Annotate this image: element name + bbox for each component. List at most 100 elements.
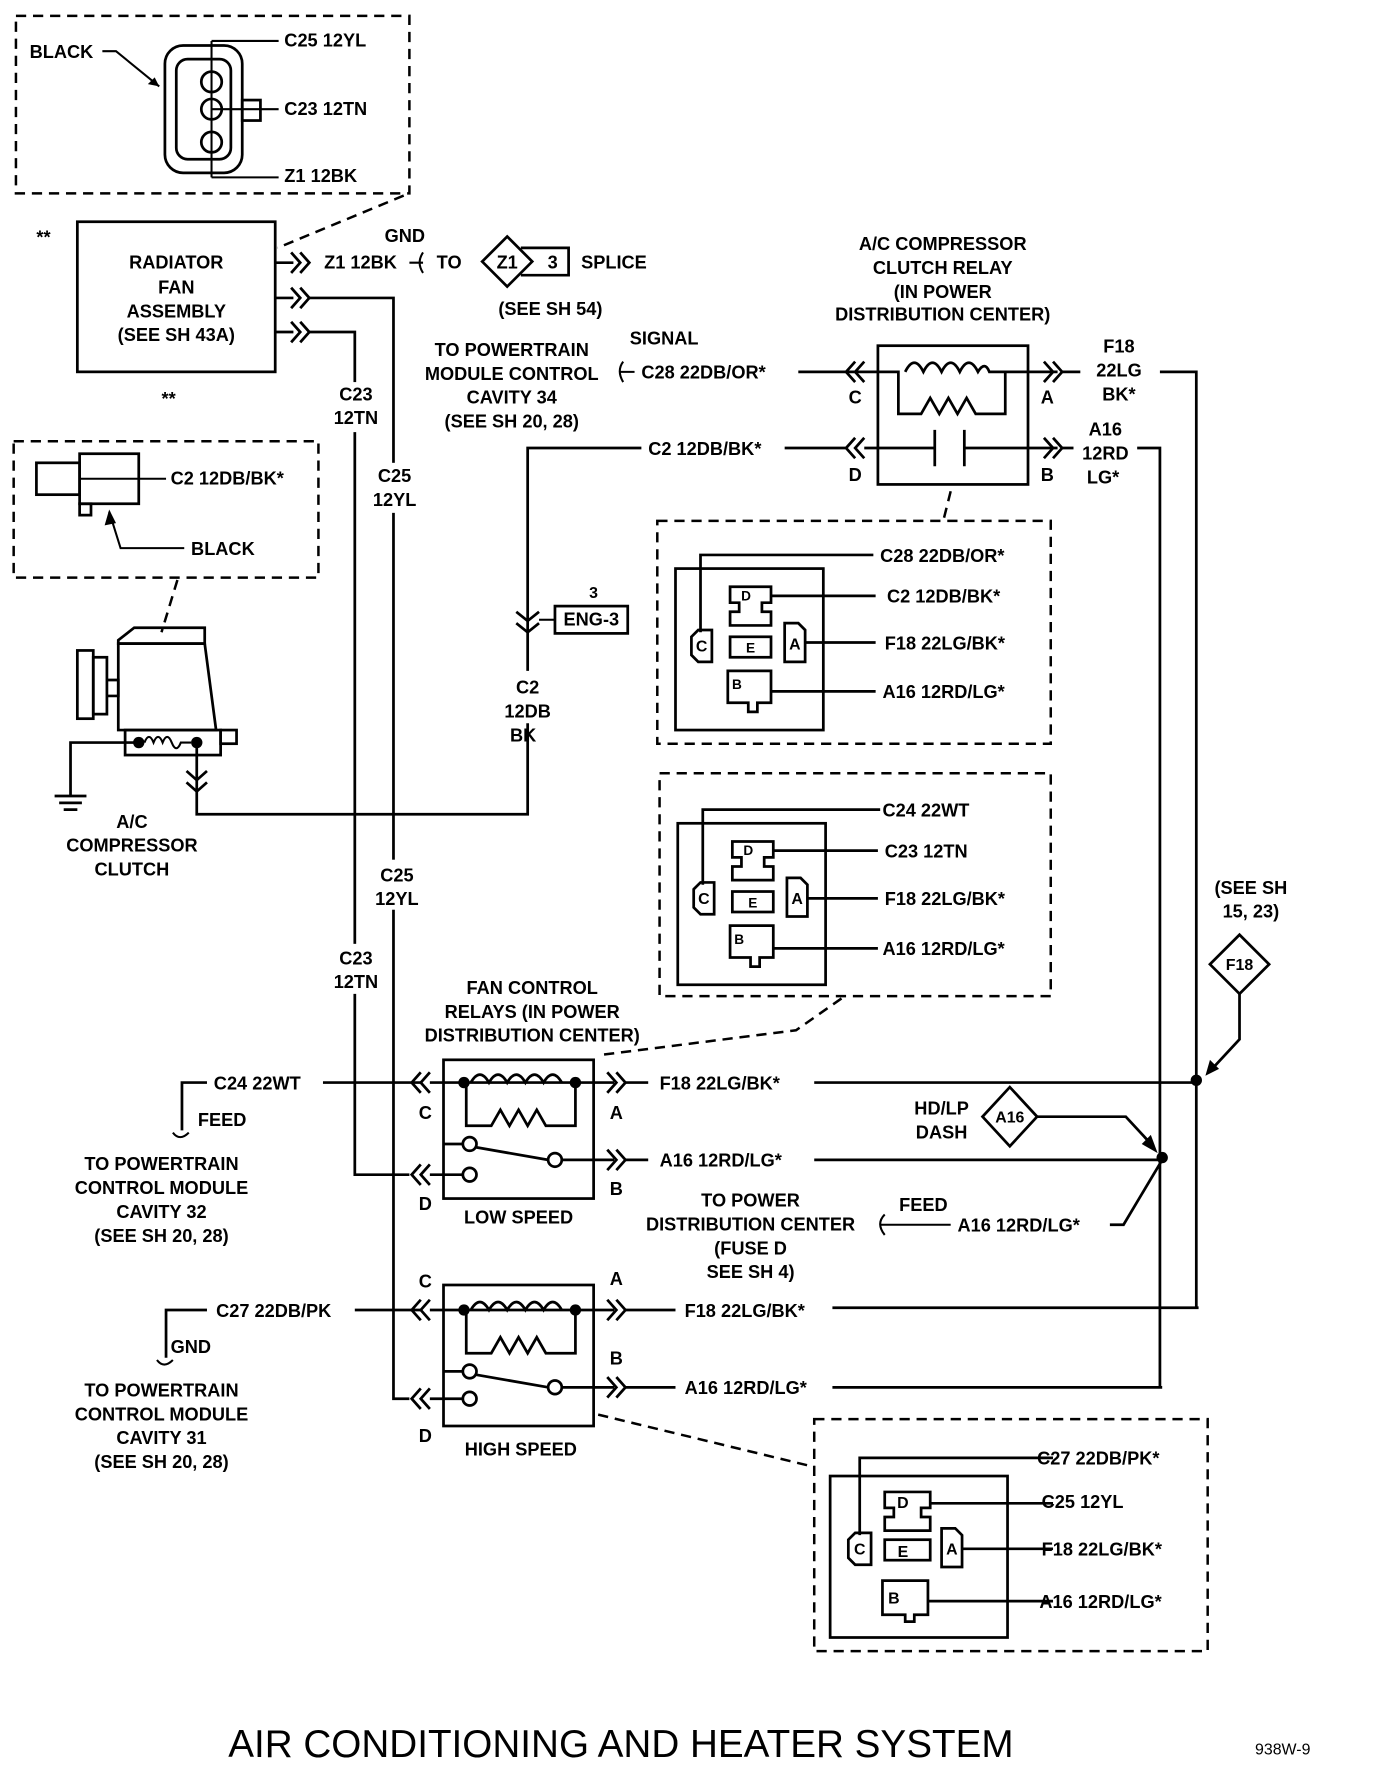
socket-wire-label: C23 12TN	[885, 841, 968, 861]
detail-frame	[812, 1417, 1209, 1653]
fan-name-line: FAN	[158, 277, 194, 297]
arrowhead-icon	[104, 509, 117, 526]
socket-body	[674, 567, 825, 732]
gnd-type-label: GND	[171, 1337, 211, 1357]
pulley-icon	[75, 649, 95, 721]
a16-label: LG*	[1087, 467, 1120, 487]
splice-id: Z1	[497, 252, 518, 272]
arrowhead-icon	[1141, 1134, 1158, 1154]
a16-wire-label: A16 12RD/LG*	[660, 1151, 783, 1171]
ground-icon	[54, 794, 87, 812]
c23-label: 12TN	[334, 972, 378, 992]
pcm-gnd-line: (SEE SH 20, 28)	[94, 1452, 228, 1472]
cavity-c	[690, 628, 714, 664]
connector-symbol	[275, 286, 312, 310]
relay-name-line: (IN POWER	[894, 282, 992, 302]
pcm-gnd-line: CONTROL MODULE	[75, 1404, 248, 1424]
f18-ref-line: (SEE SH	[1215, 878, 1288, 898]
relay-box	[442, 1058, 595, 1200]
ground-wire	[69, 741, 139, 797]
cavity-e	[730, 890, 775, 914]
junction-dot	[458, 1304, 470, 1316]
cavity-b	[726, 669, 773, 714]
double-star-marker: **	[161, 389, 176, 409]
connector-latch	[240, 98, 262, 122]
fan-name-line: ASSEMBLY	[127, 301, 226, 321]
connector-symbol	[409, 1387, 431, 1410]
label-mask	[329, 943, 383, 994]
fan-control-relays: FAN CONTROL RELAYS (IN POWER DISTRIBUTIO…	[322, 978, 1199, 1460]
connector-color-label: BLACK	[191, 539, 255, 559]
cavity-b	[728, 924, 775, 968]
clutch-name-line: CLUTCH	[95, 860, 170, 880]
pin-leaders	[211, 39, 279, 179]
to-label: TO	[437, 252, 462, 272]
pin-b-label: B	[610, 1179, 623, 1199]
f18-ref-line: 15, 23)	[1223, 902, 1280, 922]
radiator-connector-detail: BLACK C25 12YL C23 12TN Z1 12BK	[14, 14, 411, 195]
pin-label-c23: C23 12TN	[284, 99, 367, 119]
cavity-label: D	[743, 843, 753, 858]
wire-stubs	[625, 1081, 649, 1162]
pcm-signal-line: TO POWERTRAIN	[435, 340, 589, 360]
ac-compressor-clutch-relay: A/C COMPRESSOR CLUTCH RELAY (IN POWER DI…	[835, 234, 1198, 1388]
f18-label: F18	[1103, 337, 1134, 357]
resistor-icon	[464, 1082, 577, 1129]
cavity-label: A	[791, 891, 803, 908]
pin-b-label: B	[610, 1349, 623, 1369]
wire-stubs	[625, 1308, 676, 1389]
junction-dot	[458, 1076, 470, 1089]
coil-icon	[903, 361, 1006, 375]
cavity-c	[692, 881, 716, 916]
splice-reference: (SEE SH 54)	[498, 299, 602, 319]
coil-icon	[143, 735, 192, 750]
cavity-label: A	[946, 1541, 958, 1558]
feed-terminator-icon	[172, 1131, 190, 1139]
fan-name-line: RADIATOR	[129, 252, 223, 272]
socket-wire-label: A16 12RD/LG*	[882, 939, 1005, 959]
a16-ref-line: DASH	[916, 1122, 968, 1142]
pcm-feed-line: (SEE SH 20, 28)	[94, 1226, 228, 1246]
detail-frame	[656, 519, 1053, 745]
c23-label: C23	[339, 384, 372, 404]
cavity-label: E	[746, 641, 755, 656]
signal-terminator-icon	[618, 361, 635, 383]
z1-wire-label: Z1 12BK	[324, 252, 397, 272]
wire-leaders	[773, 849, 878, 950]
a16-ref-line: HD/LP	[914, 1098, 969, 1118]
detail-callout-line	[597, 1413, 815, 1469]
low-speed-relay: C D A B LOW SPEED F18 22LG/BK* A16 12RD/…	[322, 1058, 1197, 1228]
ac-compressor-clutch: A/C COMPRESSOR CLUTCH	[54, 626, 530, 880]
pin-a-label: A	[610, 1269, 623, 1289]
a16-diamond-icon	[980, 1085, 1039, 1149]
c2-wire-label: C2 12DB/BK*	[648, 439, 762, 459]
connector-symbol	[409, 1163, 431, 1186]
pin-label-z1: Z1 12BK	[284, 166, 357, 186]
cavity-label: C	[698, 891, 710, 908]
pcm-signal-line: MODULE CONTROL	[425, 364, 599, 384]
pin-b-label: B	[1041, 465, 1054, 485]
pcm-feed-line: CONTROL MODULE	[75, 1178, 248, 1198]
power-feed-line: TO POWER	[701, 1191, 800, 1211]
label-mask	[370, 859, 424, 910]
contact-icon	[461, 1363, 478, 1380]
c25-label: 12YL	[373, 490, 416, 510]
cavity-c	[846, 1531, 873, 1567]
f18-wire-label: F18 22LG/BK*	[660, 1073, 781, 1093]
relay-name-line: A/C COMPRESSOR	[859, 234, 1027, 254]
f18-reference: (SEE SH 15, 23) F18	[1205, 878, 1287, 1076]
power-feed-line: DISTRIBUTION CENTER	[646, 1214, 855, 1234]
junction-dot	[1190, 1074, 1202, 1086]
contact-icon	[546, 1379, 564, 1396]
cavity-label: A	[789, 636, 801, 653]
c23-label: 12TN	[334, 408, 378, 428]
f18-label: 22LG	[1096, 360, 1142, 380]
figure-code: 938W-9	[1255, 1742, 1311, 1759]
feed-type-label: FEED	[899, 1195, 948, 1215]
detail-callout-line	[942, 490, 952, 519]
connector-symbol	[844, 436, 866, 460]
contact-icon	[461, 1135, 478, 1153]
socket-wire-label: C2 12DB/BK*	[887, 587, 1001, 607]
power-feed-line: (FUSE D	[714, 1238, 787, 1258]
contact-icon	[461, 1166, 478, 1183]
